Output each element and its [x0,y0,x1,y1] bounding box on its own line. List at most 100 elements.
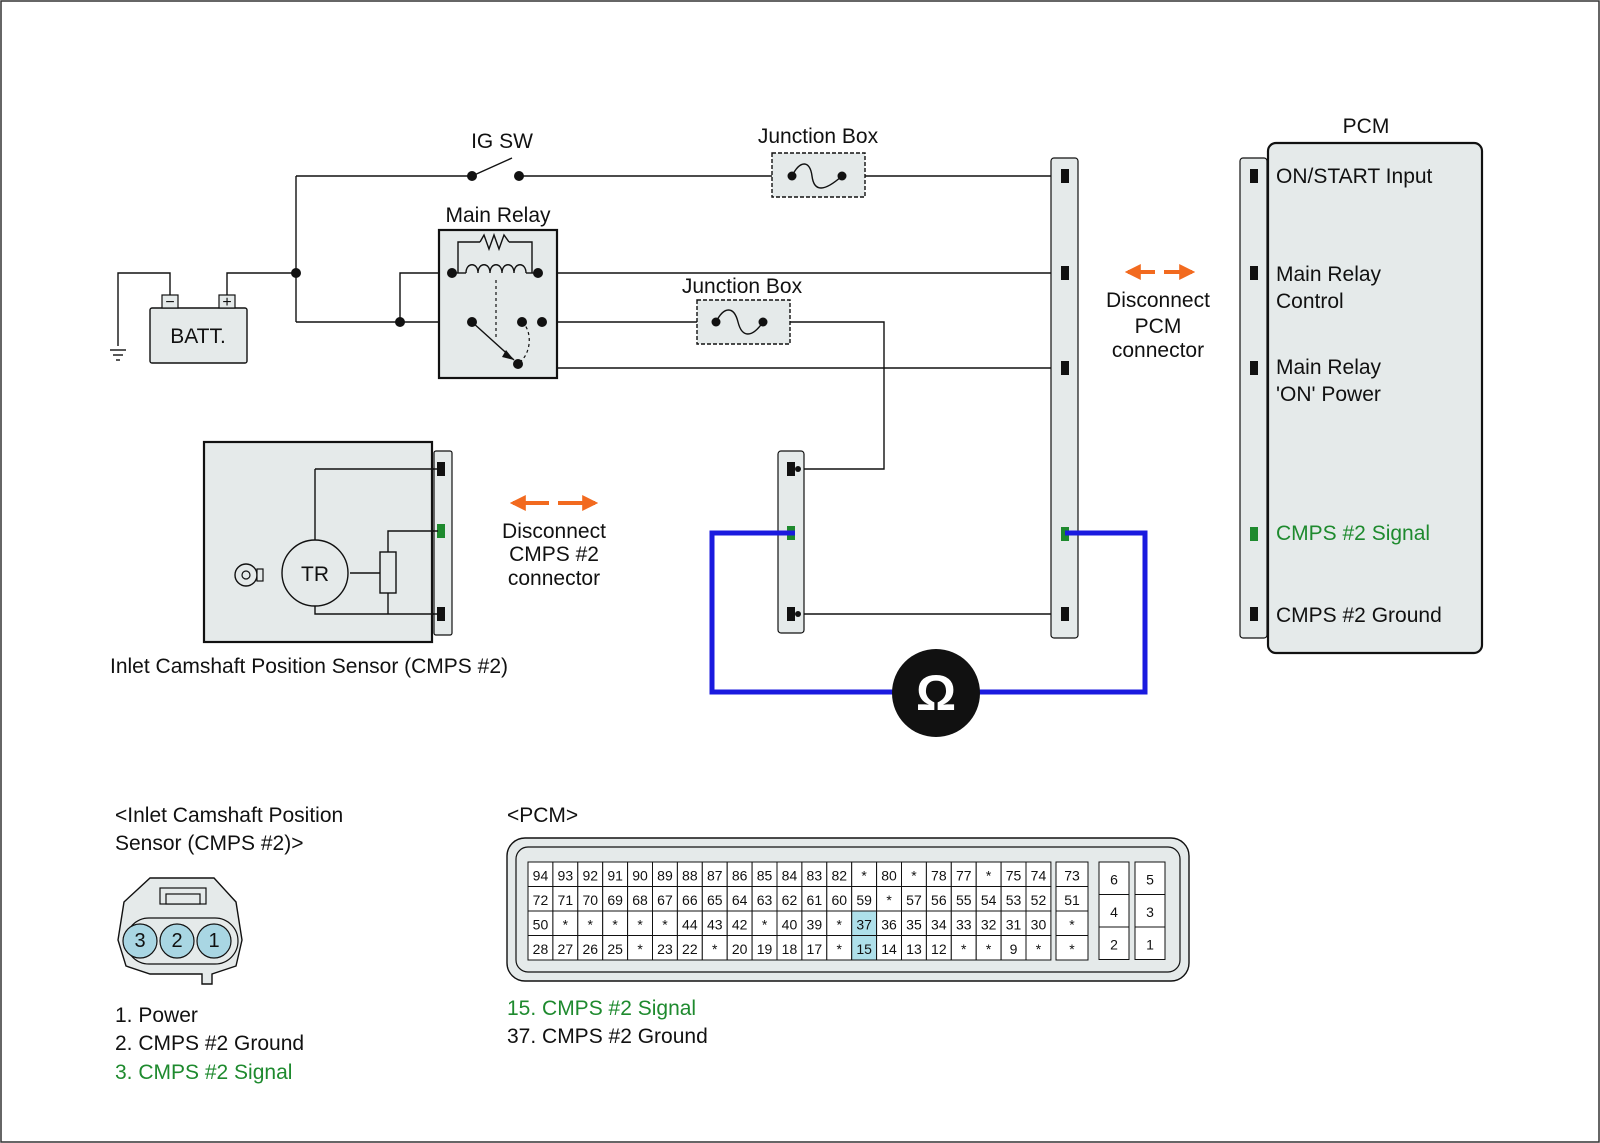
disconnect-pcm-line1: Disconnect [1106,289,1210,312]
pcm-small-label: 3 [1146,904,1154,920]
pcm-pin-cell [1025,861,1052,887]
sensor-connector-legend: 1. Power 2. CMPS #2 Ground 3. CMPS #2 Si… [115,1004,304,1084]
sensor-caption: Inlet Camshaft Position Sensor (CMPS #2) [110,655,508,678]
pcm-pin-cell [701,861,728,887]
pcm-side-label: 51 [1064,892,1080,908]
pcm-pin-label: * [837,941,843,957]
pcm-pin-label: * [861,867,867,883]
pcm-pin-cell [950,886,977,912]
pcm-pin-cell [975,935,1002,961]
pcm-pin-cell [1000,886,1027,912]
pcm-pin-label: 89 [657,867,673,883]
sensor-pin-label: 2 [171,930,182,952]
pcm-pin-label: 22 [682,941,698,957]
pcm-pin-label: 40 [782,916,798,932]
pcm-pin-cell [876,935,902,961]
pcm-pin-label: 90 [632,867,648,883]
pcm-pin-label: 67 [657,892,673,908]
pcm-pin-label: 19 [757,941,773,957]
cmps-connector-face: <Inlet Camshaft Position Sensor (CMPS #2… [115,804,343,985]
pcm-pin-label: 42 [732,916,748,932]
pcm-pin-label: 17 [807,941,823,957]
pcm-pin-label: 85 [757,867,773,883]
pcm-pin-label: 70 [582,892,598,908]
battery-positive-icon: + [222,294,231,311]
pcm-pin-cell [975,910,1002,936]
pcm-pin-label: 94 [533,867,549,883]
pcm-pin-label: * [986,867,992,883]
pcm-pin-cell [1025,935,1052,961]
sensor-legend-item: 1. Power [115,1004,198,1027]
pcm-terminal-on-start: ON/START Input [1276,165,1433,188]
pcm-pin-label: 72 [533,892,549,908]
pcm-pin-label: 53 [1006,892,1022,908]
pcm-pin-label: 63 [757,892,773,908]
pcm-pin-label: 84 [782,867,798,883]
pcm-pin-cell [826,910,853,936]
pcm-pin-cell [676,861,703,887]
ig-sw-label: IG SW [471,130,533,153]
pcm-pin-label: 64 [732,892,748,908]
disconnect-cmps-line1: Disconnect [502,520,606,543]
pcm-pin-cell [527,861,554,887]
battery: − + BATT. [149,294,248,364]
pcm-terminal-cmps-signal: CMPS #2 Signal [1276,522,1430,545]
pcm-pin-label: 54 [981,892,997,908]
pcm-side-cell [1055,861,1089,887]
pcm-pin-cell [627,861,653,887]
disconnect-cmps-note: Disconnect CMPS #2 connector [502,495,606,590]
pcm-terminal-main-relay-on-2: 'ON' Power [1276,383,1381,406]
battery-negative-icon: − [165,294,174,311]
pcm-pin-label: 27 [558,941,574,957]
cmps-harness-connector [777,450,805,634]
pcm-pin-cell [726,935,753,961]
pcm-pin-cell [975,861,1002,887]
pcm-legend-item: 37. CMPS #2 Ground [507,1025,708,1048]
pcm-pin-label: 35 [906,916,922,932]
pcm-pin-cell [826,935,853,961]
pcm-pin-cell [851,886,878,912]
pcm-pin-cell [552,910,579,936]
main-relay-label: Main Relay [445,204,551,227]
pcm-pin-label: 93 [558,867,574,883]
pcm-pin-cell [726,886,753,912]
pcm-pin-cell [676,910,703,936]
sensor-connector-title-2: Sensor (CMPS #2)> [115,832,304,855]
pcm-small-label: 5 [1146,871,1154,887]
pcm-pin-cell [602,935,629,961]
pcm-pin-cell [726,910,753,936]
pcm-small-label: 6 [1110,871,1118,887]
pcm-pin-label: * [986,941,992,957]
pcm-small-block [1098,861,1130,960]
pcm-side-label: 73 [1064,867,1080,883]
pcm-pin-label: 78 [931,867,947,883]
pcm-pin-cell [776,861,803,887]
pcm-pin-label: 18 [782,941,798,957]
pcm-pin-cell [1000,861,1027,887]
pcm-side-label: * [1069,916,1075,932]
pcm-pin-label: * [886,892,892,908]
pcm-pin-label: 26 [582,941,598,957]
pcm-side-cell [1055,935,1089,961]
pcm-pin-label: 44 [682,916,698,932]
pcm-pin-label: 62 [782,892,798,908]
pcm-pin-label: 28 [533,941,549,957]
disconnect-cmps-line3: connector [508,567,600,590]
pcm-pin-label: 80 [881,867,897,883]
pcm-pin-label: 69 [607,892,623,908]
ohmmeter-icon [892,649,980,737]
pcm-pin-label: 60 [831,892,847,908]
cmps-sensor: TR Inlet Camshaft Position Sensor (CMPS … [110,440,508,678]
pcm-pin-cell [676,935,703,961]
pcm-title: PCM [1343,115,1390,138]
pcm-pin-cell [1025,886,1052,912]
battery-label: BATT. [170,325,226,348]
pcm-terminal-main-relay-on-1: Main Relay [1276,356,1382,379]
pcm-pin-label: 65 [707,892,723,908]
pcm-pin-label: 20 [732,941,748,957]
pcm-pin-label: 15 [856,941,872,957]
pcm-pin-label: 37 [856,916,872,932]
sensor-pin-label: 1 [208,930,219,952]
